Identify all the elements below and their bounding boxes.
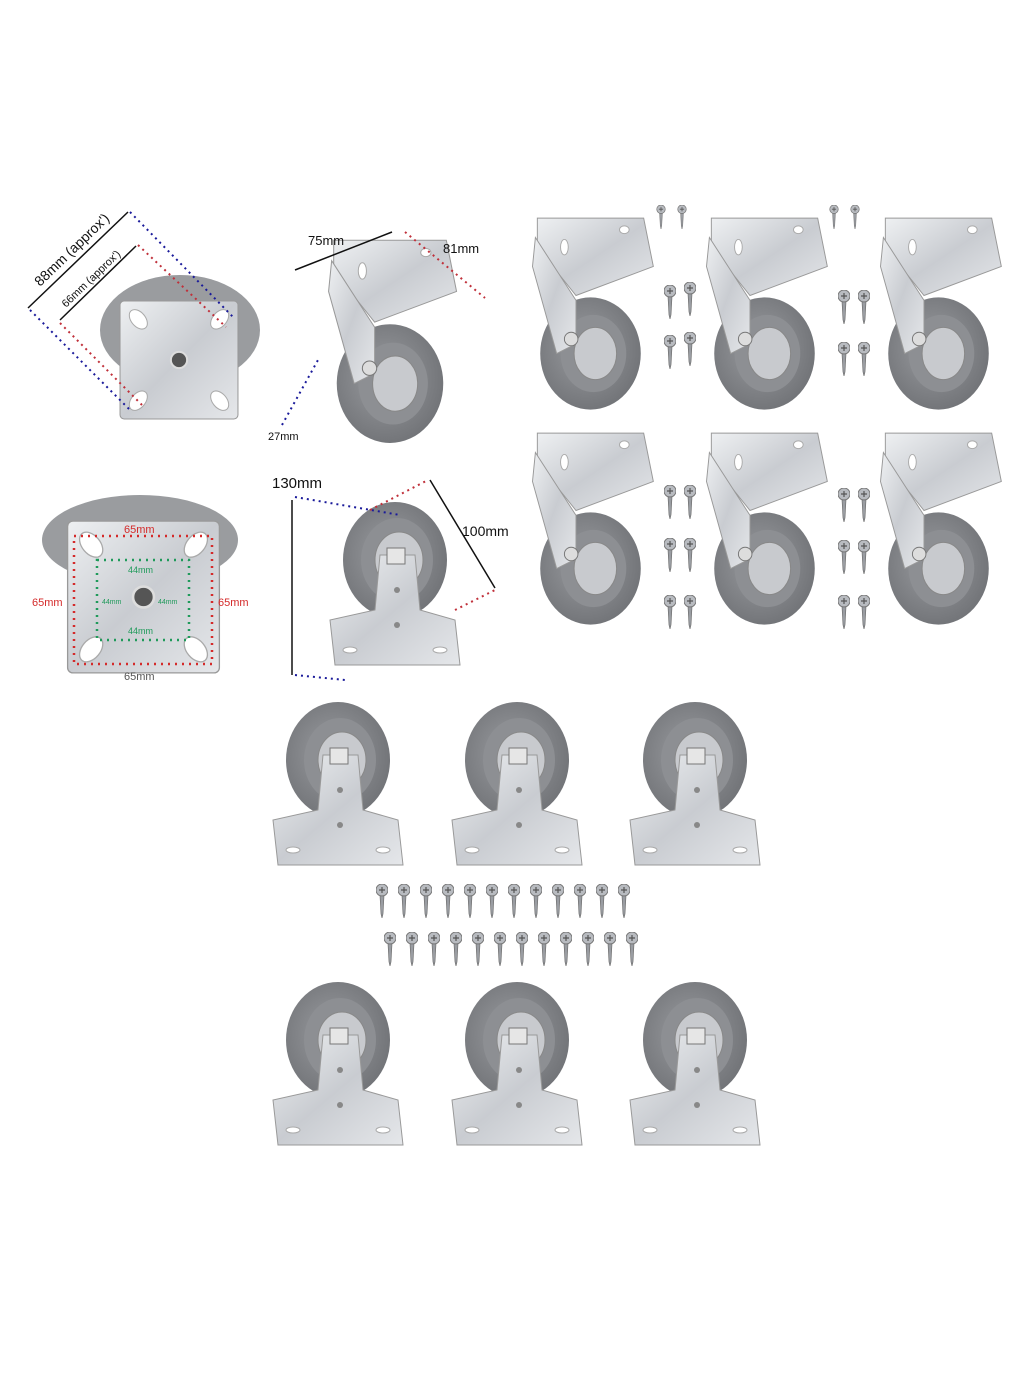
dimension-line-inner (137, 244, 227, 328)
caster-image (272, 701, 404, 866)
screw-icon (858, 595, 870, 629)
caster-image (532, 217, 654, 411)
mounting-plate (118, 299, 240, 421)
screw-icon (406, 932, 418, 966)
dimension-line-outer (129, 211, 235, 319)
screw-icon (596, 884, 608, 918)
screw-icon (664, 285, 676, 319)
caster-top-diagram: 75mm 81mm 27mm (268, 231, 486, 444)
screw-icon (684, 595, 696, 629)
depth-label: 81mm (443, 241, 479, 256)
wheel-width-label: 27mm (268, 431, 299, 443)
outer-left-label: 65mm (32, 597, 63, 609)
arrow-outer (27, 211, 129, 309)
screw-icon (838, 488, 850, 522)
screw-icon (420, 884, 432, 918)
caster-image (880, 432, 1002, 626)
caster-image (327, 239, 458, 444)
screw-icon (858, 540, 870, 574)
screw-icon (538, 932, 550, 966)
caster-image (451, 701, 583, 866)
screw-icon (494, 932, 506, 966)
screw-icon (486, 884, 498, 918)
caster-image (880, 217, 1002, 411)
screw-icon (829, 205, 839, 229)
caster-image (629, 701, 761, 866)
screw-icon (664, 335, 676, 369)
screw-icon (677, 205, 687, 229)
dimension-line-inner (59, 322, 143, 406)
screw-icon (376, 884, 388, 918)
screw-icon (664, 538, 676, 572)
caster-image (629, 981, 761, 1146)
screw-icon (838, 595, 850, 629)
screw-icon (472, 932, 484, 966)
inner-right-label: 44mm (158, 599, 178, 606)
caster-image (329, 501, 461, 666)
arrow-inner (59, 245, 137, 321)
outer-top-label: 65mm (124, 524, 155, 536)
screw-icon (664, 595, 676, 629)
caster-set-front (272, 701, 761, 1146)
screw-icon (684, 485, 696, 519)
screw-icon (450, 932, 462, 966)
screw-icon (604, 932, 616, 966)
screw-icon (618, 884, 630, 918)
screw-icon (582, 932, 594, 966)
height-label: 130mm (272, 475, 322, 492)
caster-image (706, 217, 828, 411)
screw-icon (508, 884, 520, 918)
screw-icon (656, 205, 666, 229)
caster-height-diagram: 130mm 100mm (272, 475, 509, 681)
screw-icon (428, 932, 440, 966)
mounting-plate (66, 519, 221, 675)
plate-diagonal-diagram: 88mm (approx') 66mm (approx') (27, 210, 260, 421)
screw-icon (516, 932, 528, 966)
screw-icon (684, 282, 696, 316)
screw-icon (384, 932, 396, 966)
screw-icon (858, 342, 870, 376)
screw-icon (850, 205, 860, 229)
screw-icon (858, 290, 870, 324)
inner-bottom-label: 44mm (128, 626, 153, 636)
screw-icon (574, 884, 586, 918)
caster-image (451, 981, 583, 1146)
screw-icon (398, 884, 410, 918)
caster-image (532, 432, 654, 626)
screw-icon (552, 884, 564, 918)
width-label: 75mm (308, 233, 344, 248)
screw-group (376, 884, 638, 966)
screw-icon (838, 540, 850, 574)
outer-right-label: 65mm (218, 597, 249, 609)
inner-top-label: 44mm (128, 565, 153, 575)
screw-icon (858, 488, 870, 522)
outer-bottom-label: 65mm (124, 671, 155, 683)
caster-set-angled (532, 205, 1002, 629)
caster-image (272, 981, 404, 1146)
screw-icon (560, 932, 572, 966)
screw-icon (442, 884, 454, 918)
screw-icon (664, 485, 676, 519)
screw-icon (838, 342, 850, 376)
screw-icon (626, 932, 638, 966)
screw-icon (838, 290, 850, 324)
plate-holes-diagram: 65mm 65mm 65mm 65mm 44mm 44mm 44mm 44mm (32, 495, 249, 683)
screw-icon (684, 538, 696, 572)
screw-icon (684, 332, 696, 366)
screw-icon (530, 884, 542, 918)
inner-left-label: 44mm (102, 599, 122, 606)
screw-icon (464, 884, 476, 918)
caster-image (706, 432, 828, 626)
wheel-diameter-label: 100mm (462, 523, 509, 539)
